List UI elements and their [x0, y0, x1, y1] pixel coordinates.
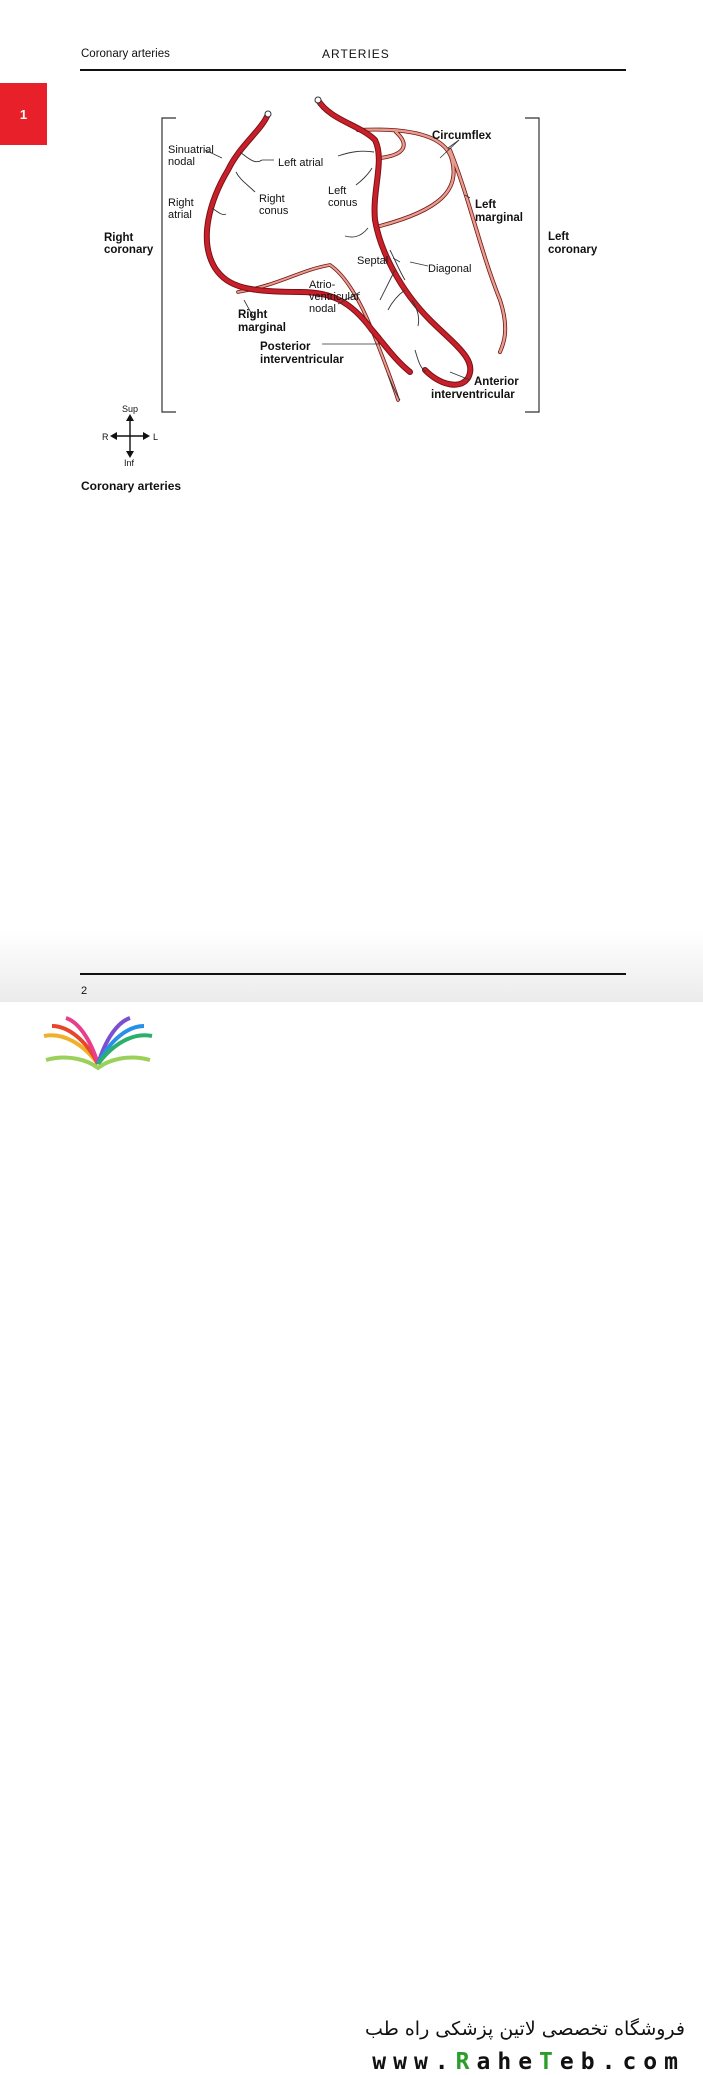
orientation-inf: Inf: [124, 458, 135, 468]
label-anterior-iv-1: Anterior: [474, 376, 519, 388]
figure-caption: Coronary arteries: [81, 479, 182, 493]
book-page: Coronary arteries ARTERIES 1: [0, 0, 703, 1002]
small-branches: [211, 150, 427, 401]
label-av-nodal-2: ventricular: [309, 291, 360, 303]
running-header-section: Coronary arteries: [81, 48, 170, 60]
website-url[interactable]: www.RaheTeb.com: [372, 2049, 685, 2075]
label-right-atrial-1: Right: [168, 197, 194, 209]
header-rule: [80, 69, 626, 71]
label-right-coronary-2: coronary: [104, 244, 154, 256]
coronary-arteries-figure: Sinuatrial nodal Left atrial Circumflex …: [102, 96, 598, 468]
label-circumflex: Circumflex: [432, 130, 492, 142]
label-right-marginal-2: marginal: [238, 322, 286, 334]
label-left-conus-2: conus: [328, 197, 358, 209]
left-coronary-origin: [314, 96, 322, 104]
label-septal: Septal: [357, 255, 388, 267]
label-left-atrial: Left atrial: [278, 157, 323, 169]
label-posterior-iv-1: Posterior: [260, 341, 311, 353]
label-diagonal: Diagonal: [428, 263, 471, 275]
page-number: 2: [81, 985, 88, 997]
label-left-marginal-1: Left: [475, 199, 496, 211]
label-sinuatrial-2: nodal: [168, 156, 195, 168]
orientation-r: R: [102, 432, 109, 442]
left-anterior-descending-artery: [315, 97, 474, 388]
label-left-conus-1: Left: [328, 185, 346, 197]
chapter-tab: 1: [0, 83, 47, 145]
label-posterior-iv-2: interventricular: [260, 354, 344, 366]
page-bottom-shadow: [0, 930, 703, 1002]
orientation-l: L: [153, 432, 158, 442]
label-left-marginal-2: marginal: [475, 212, 523, 224]
label-right-conus-2: conus: [259, 205, 289, 217]
leader-lines: [204, 139, 471, 381]
label-av-nodal-3: nodal: [309, 303, 336, 315]
footer-rule: [80, 973, 626, 975]
label-left-coronary-2: coronary: [548, 244, 598, 256]
watermark-banner: فروشگاه تخصصی لاتین پزشکی راه طب www.Rah…: [0, 1002, 703, 2075]
label-anterior-iv-2: interventricular: [431, 389, 515, 401]
orientation-sup: Sup: [122, 404, 138, 414]
label-sinuatrial-1: Sinuatrial: [168, 144, 214, 156]
right-coronary-bracket: [161, 117, 176, 413]
label-av-nodal-1: Atrio-: [309, 279, 336, 291]
label-left-coronary-1: Left: [548, 231, 569, 243]
label-right-coronary-1: Right: [104, 232, 134, 244]
shop-name-text: فروشگاه تخصصی لاتین پزشکی راه طب: [365, 2018, 685, 2040]
label-right-conus-1: Right: [259, 193, 285, 205]
open-book-logo-icon: [43, 1016, 153, 1071]
label-right-marginal-1: Right: [238, 309, 268, 321]
running-header-chapter: ARTERIES: [322, 47, 390, 61]
left-coronary-bracket: [525, 117, 540, 413]
orientation-cross-icon: [110, 414, 150, 458]
right-coronary-origin: [264, 110, 272, 118]
label-right-atrial-2: atrial: [168, 209, 192, 221]
